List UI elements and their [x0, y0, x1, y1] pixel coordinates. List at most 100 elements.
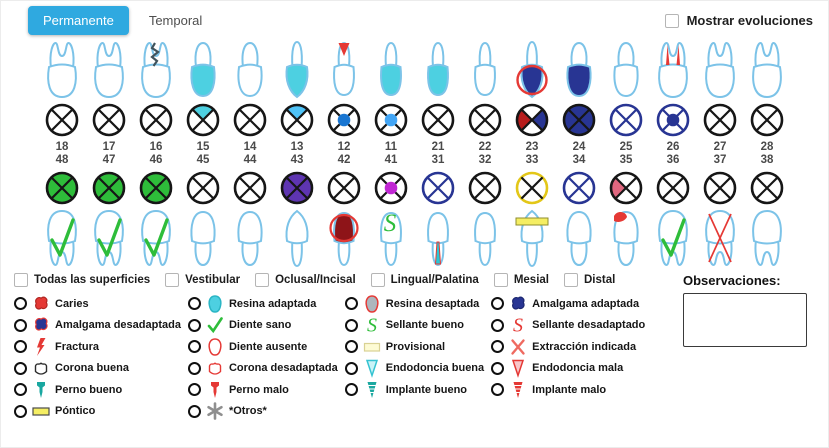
tooth-drawing-lower-32[interactable] [463, 207, 507, 269]
legend-item-sellante-bueno[interactable]: S Sellante bueno [344, 315, 484, 335]
surface-circle-upper-28[interactable] [748, 101, 786, 139]
surface-circle-lower-48[interactable] [43, 169, 81, 207]
show-evolutions-toggle[interactable]: Mostrar evoluciones [664, 13, 813, 28]
surface-circle-lower-32[interactable] [466, 169, 504, 207]
tooth-drawing-lower-43[interactable] [275, 207, 319, 269]
tooth-drawing-upper-16[interactable] [134, 39, 178, 101]
tooth-drawing-upper-13[interactable] [275, 39, 319, 101]
legend-item-perno-malo[interactable]: Perno malo [187, 380, 338, 400]
tab-temporal[interactable]: Temporal [145, 6, 206, 35]
surface-filter-distal[interactable]: Distal [564, 273, 615, 287]
legend-item-otros[interactable]: *Otros* [187, 402, 338, 422]
surface-circle-lower-44[interactable] [231, 169, 269, 207]
surface-filter-oclusal-incisal[interactable]: Oclusal/Incisal [255, 273, 356, 287]
surface-filter-todas-las-superficies[interactable]: Todas las superficies [14, 273, 150, 287]
surface-circle-upper-26[interactable] [654, 101, 692, 139]
surface-circle-lower-38[interactable] [748, 169, 786, 207]
legend-item-corona-desadaptada[interactable]: Corona desadaptada [187, 359, 338, 379]
legend-radio-implante-bueno[interactable] [344, 383, 358, 397]
tooth-drawing-lower-36[interactable] [651, 207, 695, 269]
legend-radio-perno-malo[interactable] [187, 383, 201, 397]
tooth-drawing-upper-24[interactable] [557, 39, 601, 101]
legend-item-implante-bueno[interactable]: Implante bueno [344, 380, 484, 400]
legend-radio-corona-desadaptada[interactable] [187, 361, 201, 375]
surface-circle-lower-45[interactable] [184, 169, 222, 207]
legend-item-provisional[interactable]: Provisional [344, 337, 484, 357]
surface-circle-upper-23[interactable] [513, 101, 551, 139]
tooth-drawing-lower-33[interactable] [510, 207, 554, 269]
legend-radio-provisional[interactable] [344, 340, 358, 354]
tooth-drawing-upper-23[interactable] [510, 39, 554, 101]
tooth-drawing-upper-12[interactable] [322, 39, 366, 101]
surface-filter-checkbox[interactable] [564, 273, 578, 287]
surface-circle-upper-12[interactable] [325, 101, 363, 139]
legend-item-corona-buena[interactable]: Corona buena [14, 359, 181, 379]
surface-filter-mesial[interactable]: Mesial [493, 273, 549, 287]
surface-circle-upper-24[interactable] [560, 101, 598, 139]
legend-radio-perno-bueno[interactable] [14, 383, 27, 397]
surface-circle-lower-33[interactable] [513, 169, 551, 207]
surface-circle-upper-16[interactable] [137, 101, 175, 139]
tooth-drawing-upper-25[interactable] [604, 39, 648, 101]
tooth-drawing-lower-34[interactable] [557, 207, 601, 269]
legend-radio-fractura[interactable] [14, 340, 27, 354]
tooth-drawing-lower-38[interactable] [745, 207, 789, 269]
tooth-drawing-lower-47[interactable] [87, 207, 131, 269]
legend-radio-pontico[interactable] [14, 404, 27, 418]
legend-item-diente-ausente[interactable]: Diente ausente [187, 337, 338, 357]
tooth-drawing-lower-42[interactable] [322, 207, 366, 269]
surface-circle-lower-46[interactable] [137, 169, 175, 207]
tooth-drawing-upper-18[interactable] [40, 39, 84, 101]
surface-circle-upper-21[interactable] [419, 101, 457, 139]
legend-item-amalgama-adaptada[interactable]: Amalgama adaptada [491, 294, 645, 314]
surface-circle-upper-25[interactable] [607, 101, 645, 139]
surface-circle-upper-22[interactable] [466, 101, 504, 139]
legend-radio-diente-sano[interactable] [187, 318, 201, 332]
surface-circle-lower-31[interactable] [419, 169, 457, 207]
tooth-drawing-upper-15[interactable] [181, 39, 225, 101]
legend-item-pontico[interactable]: Póntico [14, 402, 181, 422]
observations-textarea[interactable] [683, 293, 807, 347]
legend-item-endodoncia-mala[interactable]: Endodoncia mala [491, 359, 645, 379]
surface-filter-checkbox[interactable] [370, 273, 385, 287]
surface-circle-lower-43[interactable] [278, 169, 316, 207]
surface-circle-lower-41[interactable] [372, 169, 410, 207]
tooth-drawing-upper-28[interactable] [745, 39, 789, 101]
tab-permanente[interactable]: Permanente [28, 6, 129, 35]
legend-radio-endodoncia-mala[interactable] [491, 361, 505, 375]
surface-circle-upper-27[interactable] [701, 101, 739, 139]
surface-circle-upper-11[interactable] [372, 101, 410, 139]
legend-radio-caries[interactable] [14, 297, 27, 311]
surface-circle-upper-13[interactable] [278, 101, 316, 139]
legend-item-resina-adaptada[interactable]: Resina adaptada [187, 294, 338, 314]
tooth-drawing-lower-45[interactable] [181, 207, 225, 269]
legend-item-sellante-desadaptado[interactable]: S Sellante desadaptado [491, 315, 645, 335]
surface-circle-upper-17[interactable] [90, 101, 128, 139]
show-evolutions-checkbox[interactable] [664, 13, 679, 28]
tooth-drawing-lower-44[interactable] [228, 207, 272, 269]
tooth-drawing-lower-46[interactable] [134, 207, 178, 269]
legend-item-caries[interactable]: Caries [14, 294, 181, 314]
legend-item-diente-sano[interactable]: Diente sano [187, 316, 338, 336]
legend-radio-implante-malo[interactable] [491, 383, 505, 397]
legend-item-fractura[interactable]: Fractura [14, 337, 181, 357]
legend-radio-amalgama-desadaptada[interactable] [14, 318, 27, 332]
surface-circle-upper-18[interactable] [43, 101, 81, 139]
legend-item-implante-malo[interactable]: Implante malo [491, 380, 645, 400]
surface-filter-checkbox[interactable] [14, 273, 28, 287]
surface-circle-lower-42[interactable] [325, 169, 363, 207]
legend-item-amalgama-desadaptada[interactable]: Amalgama desadaptada [14, 316, 181, 336]
legend-radio-amalgama-adaptada[interactable] [491, 297, 505, 311]
legend-radio-diente-ausente[interactable] [187, 340, 201, 354]
tooth-drawing-upper-14[interactable] [228, 39, 272, 101]
legend-item-perno-bueno[interactable]: Perno bueno [14, 380, 181, 400]
legend-radio-sellante-desadaptado[interactable] [491, 318, 505, 332]
surface-circle-lower-34[interactable] [560, 169, 598, 207]
tooth-drawing-lower-41[interactable]: S [369, 207, 413, 269]
legend-radio-corona-buena[interactable] [14, 361, 27, 375]
tooth-drawing-lower-31[interactable] [416, 207, 460, 269]
surface-circle-upper-15[interactable] [184, 101, 222, 139]
tooth-drawing-lower-48[interactable] [40, 207, 84, 269]
tooth-drawing-lower-37[interactable] [698, 207, 742, 269]
legend-radio-resina-adaptada[interactable] [187, 297, 201, 311]
